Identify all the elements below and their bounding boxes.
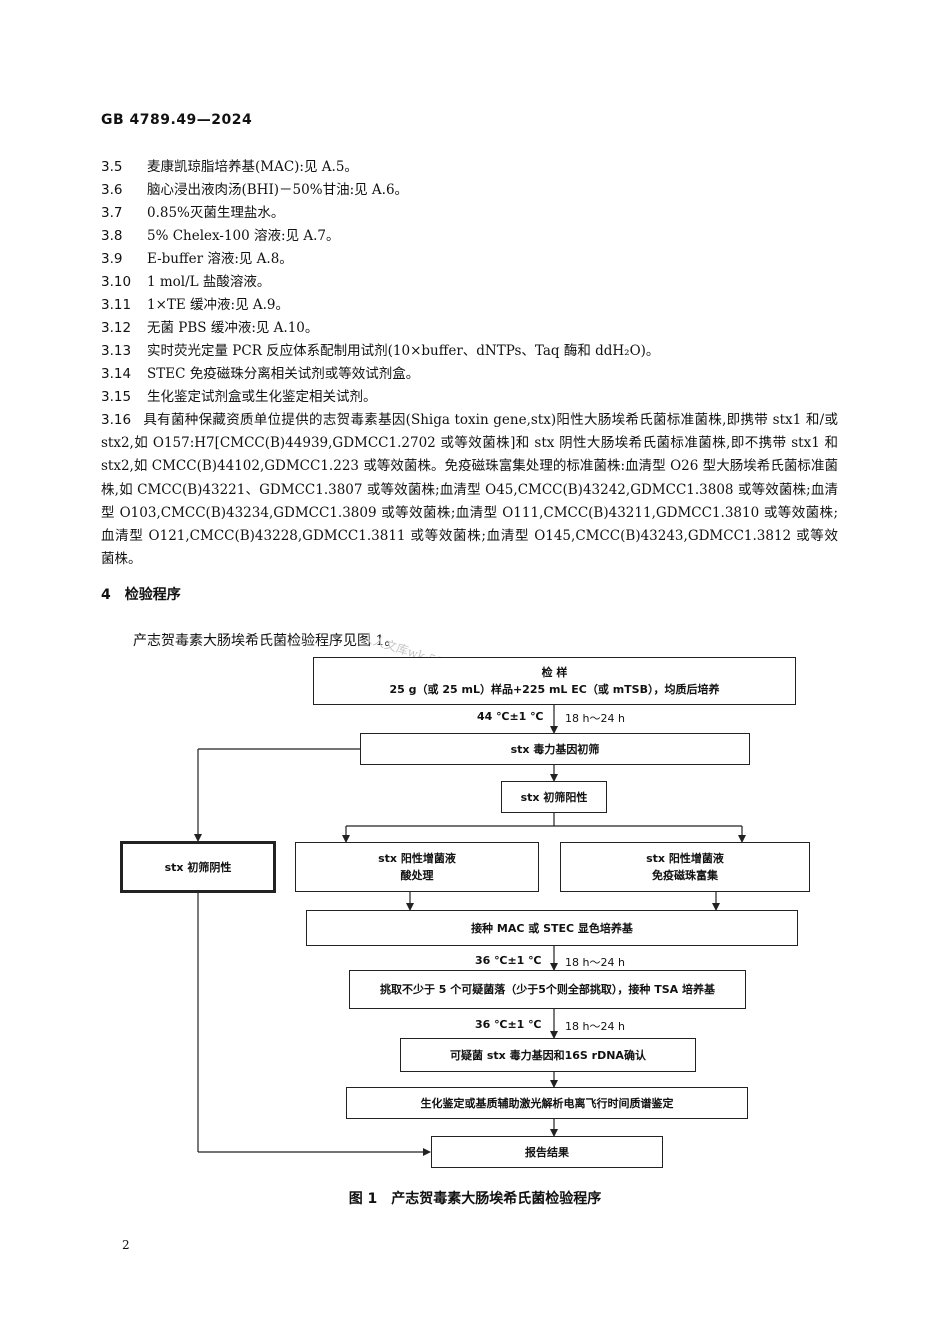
sample-title: 检 样 — [541, 666, 568, 679]
immuno-line-1: stx 阳性增菌液 — [646, 852, 724, 865]
identify-box: 生化鉴定或基质辅助激光解析电离飞行时间质谱鉴定 — [346, 1087, 748, 1119]
item-text: STEC 免疫磁珠分离相关试剂或等效试剂盒。 — [147, 366, 420, 382]
sample-description: 25 g（或 25 mL）样品+225 mL EC（或 mTSB），均质后培养 — [389, 683, 720, 696]
immunomagnetic-box: stx 阳性增菌液 免疫磁珠富集 — [560, 842, 810, 892]
incubation-temperature-3: 36 ℃±1 ℃ — [475, 1018, 542, 1031]
pick-text: 挑取不少于 5 个可疑菌落（少于5个则全部挑取），接种 TSA 培养基 — [379, 983, 716, 996]
list-item: 3.15 生化鉴定试剂盒或生化鉴定相关试剂。 — [101, 386, 841, 409]
item-number: 3.15 — [101, 389, 132, 405]
item-text: 1 mol/L 盐酸溶液。 — [147, 274, 271, 290]
figure-caption: 图 1 产志贺毒素大肠埃希氏菌检验程序 — [348, 1191, 602, 1207]
item-text: 生化鉴定试剂盒或生化鉴定相关试剂。 — [147, 389, 377, 405]
list-item: 3.10 1 mol/L 盐酸溶液。 — [101, 271, 841, 294]
item-text: 实时荧光定量 PCR 反应体系配制用试剂(10×buffer、dNTPs、Taq… — [147, 343, 660, 359]
confirm-box: 可疑菌 stx 毒力基因和16S rDNA确认 — [400, 1038, 696, 1072]
list-item: 3.9 E-buffer 溶液:见 A.8。 — [101, 248, 841, 271]
standard-number: GB 4789.49—2024 — [101, 112, 253, 128]
list-item: 3.8 5% Chelex-100 溶液:见 A.7。 — [101, 225, 841, 248]
list-item: 3.7 0.85%灭菌生理盐水。 — [101, 202, 841, 225]
list-item: 3.5 麦康凯琼脂培养基(MAC):见 A.5。 — [101, 156, 841, 179]
incubation-time-1: 18 h～24 h — [565, 712, 625, 725]
positive-box: stx 初筛阳性 — [501, 781, 607, 813]
list-item: 3.12 无菌 PBS 缓冲液:见 A.10。 — [101, 317, 841, 340]
acid-line-2: 酸处理 — [400, 869, 434, 882]
sample-box: 检 样 25 g（或 25 mL）样品+225 mL EC（或 mTSB），均质… — [313, 657, 796, 705]
acid-line-1: stx 阳性增菌液 — [378, 852, 456, 865]
confirm-text: 可疑菌 stx 毒力基因和16S rDNA确认 — [450, 1048, 646, 1062]
acid-treatment-box: stx 阳性增菌液 酸处理 — [295, 842, 539, 892]
report-box: 报告结果 — [431, 1136, 663, 1168]
item-text: E-buffer 溶液:见 A.8。 — [147, 251, 293, 267]
incubation-time-3: 18 h～24 h — [565, 1020, 625, 1033]
section-title: 检验程序 — [124, 587, 181, 603]
inoculate-text: 接种 MAC 或 STEC 显色培养基 — [471, 921, 633, 935]
list-item: 3.6 脑心浸出液肉汤(BHI)－50%甘油:见 A.6。 — [101, 179, 841, 202]
item-number: 3.9 — [101, 251, 123, 267]
reagent-list: 3.5 麦康凯琼脂培养基(MAC):见 A.5。 3.6 脑心浸出液肉汤(BHI)－… — [101, 156, 841, 571]
item-number: 3.12 — [101, 320, 132, 336]
item-text: 1×TE 缓冲液:见 A.9。 — [147, 297, 290, 313]
item-number: 3.16 — [101, 412, 132, 428]
intro-text: 产志贺毒素大肠埃希氏菌检验程序见图 1。 — [133, 633, 399, 649]
item-number: 3.14 — [101, 366, 132, 382]
item-number: 3.8 — [101, 228, 123, 244]
pick-colonies-box: 挑取不少于 5 个可疑菌落（少于5个则全部挑取），接种 TSA 培养基 — [349, 970, 746, 1009]
report-text: 报告结果 — [525, 1145, 569, 1159]
item-number: 3.7 — [101, 205, 123, 221]
item-number: 3.6 — [101, 182, 123, 198]
screen-box: stx 毒力基因初筛 — [360, 733, 750, 765]
item-text: 麦康凯琼脂培养基(MAC):见 A.5。 — [147, 159, 358, 175]
negative-box: stx 初筛阴性 — [120, 841, 276, 893]
section-heading: 4 检验程序 — [101, 584, 181, 604]
item-text: 脑心浸出液肉汤(BHI)－50%甘油:见 A.6。 — [147, 182, 409, 198]
inoculate-box: 接种 MAC 或 STEC 显色培养基 — [306, 910, 798, 946]
incubation-time-2: 18 h～24 h — [565, 956, 625, 969]
list-item: 3.13 实时荧光定量 PCR 反应体系配制用试剂(10×buffer、dNTPs… — [101, 340, 841, 363]
item-number: 3.10 — [101, 274, 132, 290]
item-text: 无菌 PBS 缓冲液:见 A.10。 — [147, 320, 319, 336]
item-text: 0.85%灭菌生理盐水。 — [147, 205, 285, 221]
immuno-line-2: 免疫磁珠富集 — [652, 869, 718, 882]
item-text: 具有菌种保藏资质单位提供的志贺毒素基因(Shiga toxin gene,stx… — [101, 412, 838, 568]
identify-text: 生化鉴定或基质辅助激光解析电离飞行时间质谱鉴定 — [420, 1096, 674, 1110]
screen-text: stx 毒力基因初筛 — [510, 742, 600, 756]
list-item: 3.14 STEC 免疫磁珠分离相关试剂或等效试剂盒。 — [101, 363, 841, 386]
negative-text: stx 初筛阴性 — [164, 860, 232, 874]
item-number: 3.5 — [101, 159, 123, 175]
item-text: 5% Chelex-100 溶液:见 A.7。 — [147, 228, 340, 244]
item-number: 3.11 — [101, 297, 132, 313]
item-number: 3.13 — [101, 343, 132, 359]
positive-text: stx 初筛阳性 — [520, 790, 588, 804]
incubation-temperature-1: 44 ℃±1 ℃ — [477, 710, 544, 723]
section-number: 4 — [101, 587, 111, 603]
page-number: 2 — [122, 1238, 130, 1252]
list-item: 3.11 1×TE 缓冲液:见 A.9。 — [101, 294, 841, 317]
incubation-temperature-2: 36 ℃±1 ℃ — [475, 954, 542, 967]
